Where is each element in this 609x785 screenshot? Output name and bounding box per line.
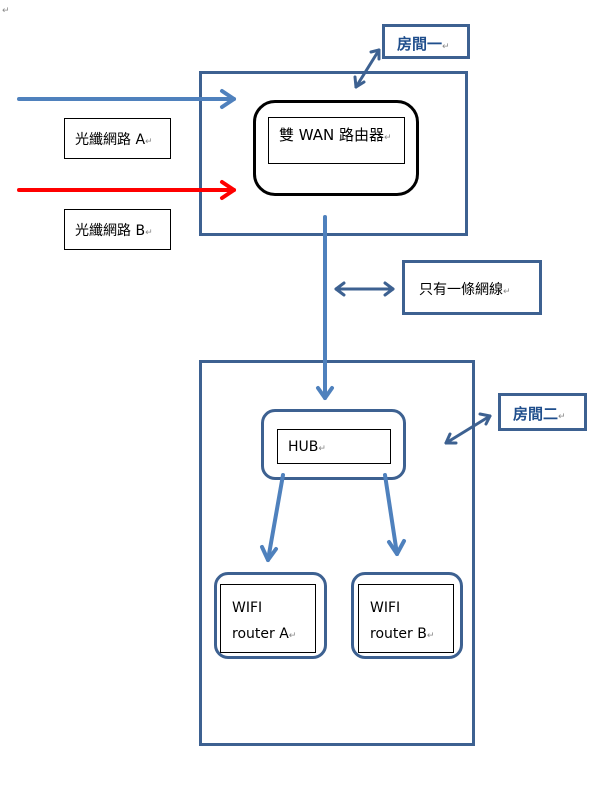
wifi-router-b-line2: router B <box>370 626 427 642</box>
fiber-a-label: 光纖網路 A↵ <box>64 118 171 159</box>
return-mark: ↵ <box>318 444 326 454</box>
room-one-label: 房間一↵ <box>382 24 470 59</box>
hub-to-router-b-arrow <box>383 473 406 556</box>
return-mark: ↵ <box>384 133 392 143</box>
room-two-label: 房間二↵ <box>498 393 587 431</box>
return-mark: ↵ <box>145 228 153 238</box>
return-mark: ↵ <box>145 137 153 147</box>
wifi-router-b-label: WIFI router B↵ <box>358 584 454 653</box>
fiber-b-label: 光纖網路 B↵ <box>64 209 171 250</box>
fiber-b-arrow <box>17 180 236 200</box>
paragraph-mark: ↵ <box>2 6 10 16</box>
hub-to-router-a-arrow <box>260 473 285 562</box>
wifi-router-a-line1: WIFI <box>232 600 263 616</box>
return-mark: ↵ <box>558 412 566 422</box>
wifi-router-b-line1: WIFI <box>370 600 401 616</box>
hub-text: HUB <box>288 439 319 455</box>
fiber-a-arrow <box>17 89 236 109</box>
dual-wan-router-text: 雙 WAN 路由器 <box>279 126 385 144</box>
single-cable-text: 只有一條網線 <box>419 282 503 298</box>
return-mark: ↵ <box>288 631 297 641</box>
dual-wan-router-label: 雙 WAN 路由器↵ <box>268 117 405 164</box>
wifi-router-a-label: WIFI router A↵ <box>220 584 316 653</box>
cable-note-pointer-arrow <box>334 281 395 297</box>
fiber-b-text: 光纖網路 B <box>75 223 146 239</box>
cable-arrow <box>316 215 334 400</box>
return-mark: ↵ <box>442 42 450 52</box>
wifi-router-a-line2: router A <box>232 626 289 642</box>
return-mark: ↵ <box>503 287 511 297</box>
fiber-a-text: 光纖網路 A <box>75 132 146 148</box>
room-two-text: 房間二 <box>513 405 559 423</box>
return-mark: ↵ <box>426 631 435 641</box>
single-cable-note: 只有一條網線↵ <box>402 260 542 315</box>
room-one-pointer-arrow <box>353 48 381 89</box>
hub-label: HUB↵ <box>277 429 391 464</box>
room-one-text: 房間一 <box>397 35 443 53</box>
room-two-pointer-arrow <box>444 412 492 445</box>
